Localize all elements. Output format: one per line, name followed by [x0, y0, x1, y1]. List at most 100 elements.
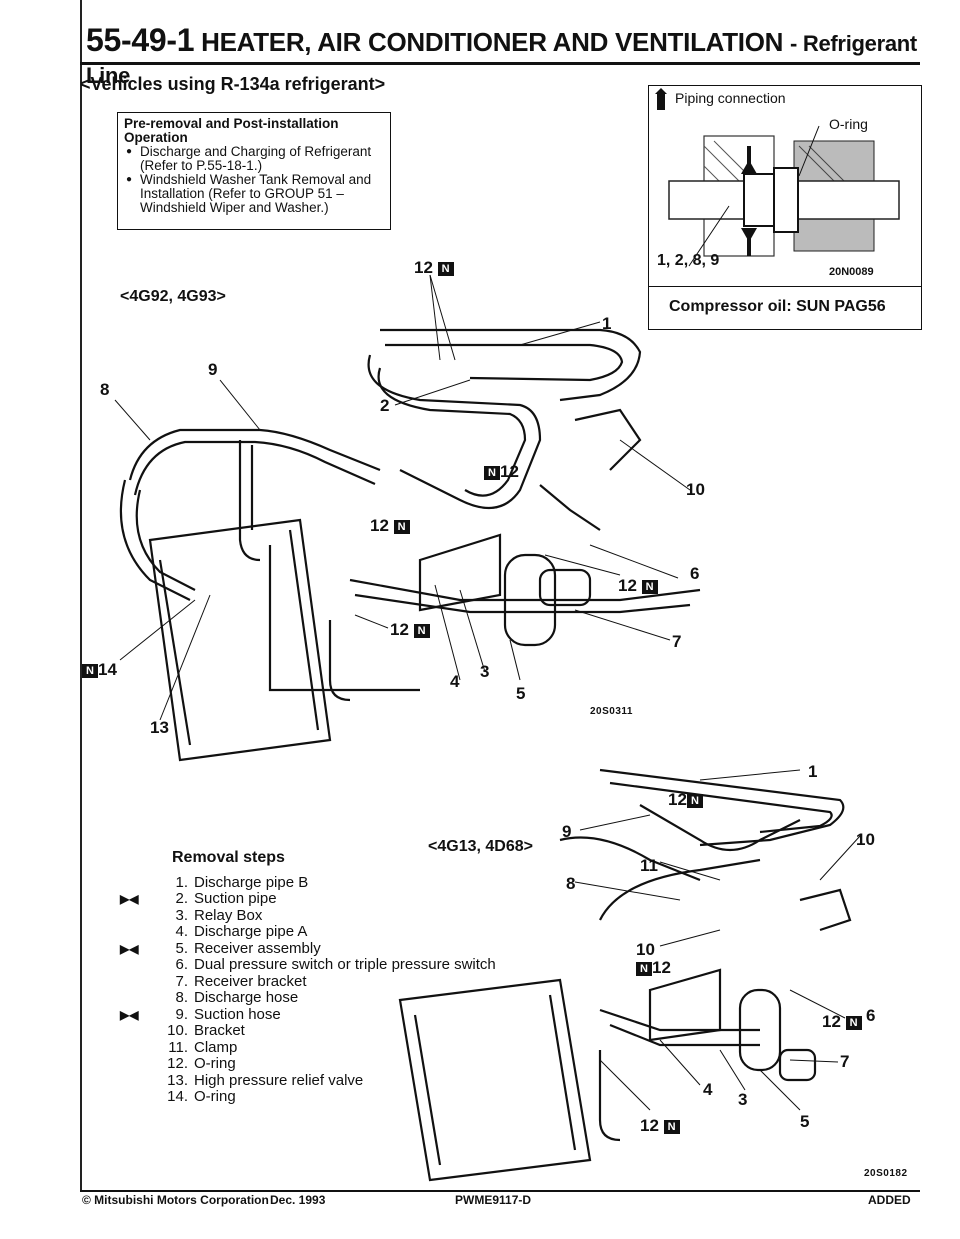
callout: 9: [208, 360, 218, 379]
step-service-mark: [120, 957, 150, 974]
footer-date: Dec. 1993: [270, 1193, 326, 1207]
step-text: Discharge hose: [194, 989, 299, 1006]
step-number: 4.: [175, 923, 188, 940]
step-number: 2.: [175, 890, 188, 907]
piping-diagram: [655, 88, 900, 267]
callout: 5: [516, 684, 526, 703]
step-text: Discharge pipe A: [194, 923, 308, 940]
callout: 12 N: [370, 516, 410, 536]
piping-divider: [649, 286, 921, 287]
callout: 1: [602, 314, 612, 333]
callout: 13: [150, 718, 169, 737]
callout: 11: [640, 856, 658, 875]
step-text: Dual pressure switch or triple pressure …: [194, 956, 496, 973]
step-number: 5.: [175, 939, 188, 957]
diagram1-lines: [119, 328, 701, 762]
callout: 8: [566, 874, 576, 893]
step-text: Receiver bracket: [194, 972, 307, 990]
callout: 12 N: [390, 620, 430, 640]
step-service-mark: [120, 990, 150, 1007]
callout: 3: [480, 662, 490, 681]
removal-step: ▶◀ 9. Suction hose: [120, 1005, 504, 1024]
step-service-mark: ▶◀: [120, 1007, 139, 1022]
step-number: 11.: [168, 1038, 188, 1056]
removal-step: ▶◀5.Receiver assembly: [120, 939, 504, 958]
piping-title: Piping connection: [675, 90, 786, 106]
callout: 2: [380, 396, 390, 415]
step-text: Receiver assembly: [194, 939, 321, 957]
callout: 10: [636, 940, 655, 959]
step-number: 13.: [167, 1071, 188, 1089]
engine-label-1: <4G92, 4G93>: [120, 288, 226, 305]
step-text: O-ring: [194, 1088, 236, 1105]
pre-removal-item: Discharge and Charging of Refrigerant (R…: [126, 145, 384, 173]
callout: 4: [703, 1080, 713, 1099]
oring-label: O-ring: [829, 116, 868, 132]
pre-removal-item: Windshield Washer Tank Removal and Insta…: [126, 173, 384, 215]
step-service-mark: [120, 1023, 150, 1040]
removal-step: 10. Bracket: [120, 1022, 504, 1040]
callout: 5: [800, 1112, 810, 1131]
step-text: Bracket: [194, 1022, 245, 1039]
section-subtitle: - Refrigerant Line: [86, 31, 917, 88]
pre-removal-box: Pre-removal and Post-installation Operat…: [117, 112, 391, 230]
removal-step: 3.Relay Box: [120, 906, 504, 925]
vehicles-heading: <Vehicles using R-134a refrigerant>: [80, 74, 386, 94]
margin-rule: [80, 0, 82, 1190]
callout: 8: [100, 380, 110, 399]
removal-step: 1. Discharge pipe B: [120, 873, 504, 892]
step-number: 8.: [175, 989, 188, 1006]
callout: 12 N: [414, 258, 454, 278]
removal-heading: Removal steps: [172, 849, 285, 866]
copyright: © Mitsubishi Motors Corporation: [82, 1193, 269, 1207]
step-number: 1.: [175, 873, 188, 891]
removal-step: 14. O-ring: [120, 1088, 504, 1106]
callout: 7: [672, 632, 682, 651]
callout: 1: [808, 762, 818, 781]
step-number: 10.: [167, 1022, 188, 1039]
callout: 6: [690, 564, 700, 583]
removal-step: ▶◀2.Suction pipe: [120, 890, 504, 908]
diagram2-lines: [398, 768, 852, 1182]
step-text: O-ring: [194, 1055, 236, 1072]
piping-parts: 1, 2, 8, 9: [657, 252, 720, 269]
removal-step: 11. Clamp: [120, 1038, 504, 1057]
callout: 10: [856, 830, 875, 849]
callout: 7: [840, 1052, 850, 1071]
step-service-mark: [120, 908, 150, 925]
step-service-mark: [120, 924, 150, 941]
doc-number: PWME9117-D: [455, 1193, 532, 1207]
step-number: 14.: [167, 1088, 188, 1105]
removal-step: 7.Receiver bracket: [120, 972, 504, 991]
step-service-mark: [120, 1056, 150, 1073]
step-text: Discharge pipe B: [194, 873, 309, 891]
step-text: Suction hose: [194, 1005, 281, 1023]
step-text: Clamp: [194, 1038, 238, 1056]
step-number: 9.: [175, 1005, 188, 1023]
removal-step: 12.O-ring: [120, 1055, 504, 1073]
compressor-oil: Compressor oil: SUN PAG56: [669, 298, 886, 315]
section-title: HEATER, AIR CONDITIONER AND VENTILATION: [201, 27, 784, 57]
piping-connection-box: Piping connection O-ring 1, 2, 8, 9 20N0…: [648, 85, 922, 330]
status-badge: ADDED: [868, 1193, 911, 1207]
step-text: Relay Box: [194, 906, 263, 924]
callout: 6: [866, 1006, 876, 1025]
step-service-mark: [120, 875, 150, 892]
removal-step: 13.High pressure relief valve: [120, 1071, 504, 1090]
callout: 12 N: [640, 1116, 680, 1136]
header-rule: [80, 62, 920, 65]
removal-steps: Removal steps 1.Discharge pipe B▶◀2.Suct…: [120, 849, 504, 1106]
removal-step: 4. Discharge pipe A: [120, 923, 504, 941]
step-service-mark: [120, 1073, 150, 1090]
pre-removal-title: Pre-removal and Post-installation Operat…: [124, 116, 339, 145]
callout: 10: [686, 480, 705, 499]
diagram2-code: 20S0182: [864, 1168, 908, 1179]
step-number: 6.: [175, 956, 188, 973]
callout: 12 N: [822, 1012, 862, 1032]
section-code: 55-49-1: [86, 22, 195, 58]
